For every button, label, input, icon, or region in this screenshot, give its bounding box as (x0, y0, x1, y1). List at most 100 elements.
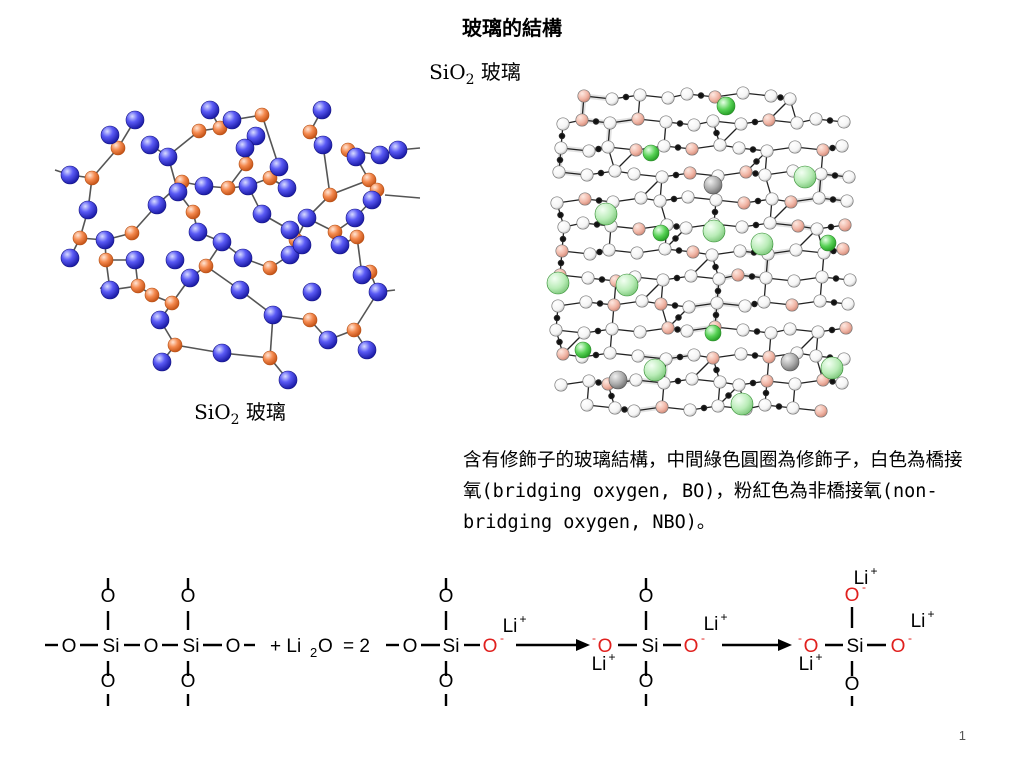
nonbridging-oxygen (839, 321, 853, 335)
oxygen-atom (84, 170, 100, 186)
lithium-symbol: Li (911, 611, 926, 632)
bridging-oxygen (759, 271, 773, 285)
lithium-symbol: Li (704, 614, 719, 635)
charge-sup: - (798, 631, 802, 645)
silicon-atom (60, 248, 80, 268)
bridging-oxygen (783, 92, 797, 106)
charge-sup: - (592, 631, 596, 645)
nonbridging-oxygen (784, 195, 798, 209)
bridging-oxygen (711, 399, 725, 413)
bridging-oxygen (815, 270, 829, 284)
oxygen-atom (262, 170, 278, 186)
silicon-atom (158, 147, 178, 167)
silicon-atom (608, 370, 628, 390)
bridging-oxygen (685, 372, 699, 386)
oxygen-atom (254, 107, 270, 123)
bridging-oxygen (681, 190, 695, 204)
oxygen-atom (262, 260, 278, 276)
charge-sup: - (500, 631, 504, 645)
bridging-oxygen (602, 243, 616, 257)
bridging-oxygen (581, 271, 595, 285)
bridging-oxygen (735, 220, 749, 234)
silicon-atom (212, 343, 232, 363)
bridging-oxygen (713, 375, 727, 389)
bridging-oxygen (580, 398, 594, 412)
caption-sio2-left: SiO2 玻璃 (194, 400, 286, 428)
charge-sup: + (815, 650, 822, 664)
bridging-oxygen (684, 269, 698, 283)
nonbridging-oxygen (631, 112, 645, 126)
silicon-symbol: Si (443, 636, 460, 657)
silicon-atom (168, 182, 188, 202)
silicon-atom (297, 208, 317, 228)
bridging-oxygen (835, 139, 849, 153)
silicon-atom (78, 200, 98, 220)
reactant-oxygen: O (318, 636, 333, 657)
nonbridging-oxygen (785, 298, 799, 312)
bridging-oxygen (635, 294, 649, 308)
silicon-atom (230, 280, 250, 300)
oxygen-symbol: O (144, 636, 159, 657)
bridging-oxygen (765, 192, 779, 206)
bridging-oxygen (682, 300, 696, 314)
silicon-atom (277, 178, 297, 198)
nonbridging-oxygen (683, 166, 697, 180)
bridging-oxygen (656, 273, 670, 287)
silicon-atom (269, 157, 289, 177)
bridging-oxygen (764, 89, 778, 103)
bridging-oxygen (811, 325, 825, 339)
silicon-atom (346, 147, 366, 167)
bridging-oxygen (783, 322, 797, 336)
silicon-atom (280, 220, 300, 240)
bridging-oxygen (550, 196, 564, 210)
silicon-atom (292, 235, 312, 255)
silicon-atom (235, 138, 255, 158)
nonbridging-oxygen (555, 244, 569, 258)
modifier-ion (574, 341, 592, 359)
bridging-oxygen (710, 296, 724, 310)
slide-title: 玻璃的結構 (462, 16, 562, 40)
bridging-oxygen (551, 299, 565, 313)
silicon-atom (233, 248, 253, 268)
bridging-oxygen (655, 170, 669, 184)
bridging-oxygen (813, 294, 827, 308)
bridging-oxygen (582, 144, 596, 158)
silicon-atom (352, 265, 372, 285)
oxygen-symbol: O (62, 636, 77, 657)
bridging-oxygen (657, 139, 671, 153)
silicon-atom (125, 250, 145, 270)
bridging-oxygen (679, 221, 693, 235)
red-oxygen-symbol: O (845, 585, 860, 606)
silicon-atom (318, 330, 338, 350)
bridging-oxygen (842, 170, 856, 184)
oxygen-atom (124, 225, 140, 241)
bridging-oxygen (705, 248, 719, 262)
nonbridging-oxygen (607, 298, 621, 312)
bridging-oxygen (576, 216, 590, 230)
silicon-atom (150, 310, 170, 330)
bridging-oxygen (683, 403, 697, 417)
bridging-oxygen (757, 295, 771, 309)
silicon-atom (165, 250, 185, 270)
modifier-ion (793, 165, 817, 189)
reactant-li2o: + Li (270, 636, 301, 657)
nonbridging-oxygen (762, 113, 776, 127)
bridging-oxygen (736, 86, 750, 100)
modifier-ion (704, 324, 722, 342)
nonbridging-oxygen (816, 143, 830, 157)
silicon-atom (278, 370, 298, 390)
bridging-oxygen (577, 326, 591, 340)
bridging-oxygen (786, 401, 800, 415)
modifier-ion (615, 273, 639, 297)
bridging-oxygen (579, 295, 593, 309)
oxygen-atom (130, 278, 146, 294)
bridging-oxygen (843, 273, 857, 287)
bridging-oxygen (680, 324, 694, 338)
bridging-oxygen (633, 88, 647, 102)
bridging-oxygen (601, 140, 615, 154)
bridging-oxygen (732, 141, 746, 155)
nonbridging-oxygen (814, 404, 828, 418)
bridging-oxygen (629, 373, 643, 387)
charge-sup: - (862, 580, 866, 594)
